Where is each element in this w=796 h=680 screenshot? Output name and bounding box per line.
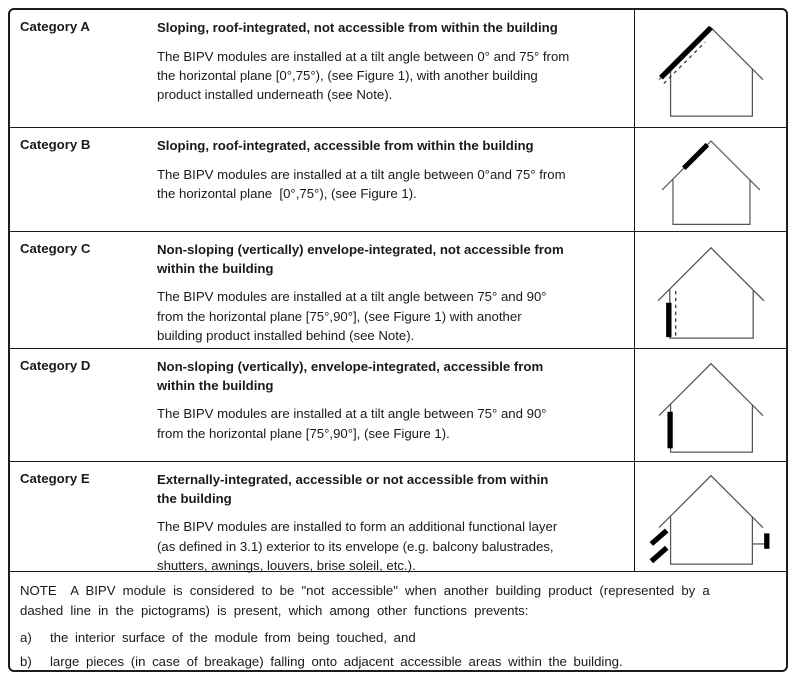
category-d-description: Non-sloping (vertically), envelope-integ… (157, 358, 634, 461)
category-e-pictogram-cell (635, 462, 786, 571)
house-external-louvers-balcony-icon (649, 474, 769, 565)
category-c-body: The BIPV modules are installed at a tilt… (157, 289, 547, 343)
category-b-text-cell: Category B Sloping, roof-integrated, acc… (10, 128, 635, 231)
category-row-c: Category C Non-sloping (vertically) enve… (10, 231, 786, 348)
note-item-b-text: large pieces (in case of breakage) falli… (50, 653, 623, 669)
house-wall-module-dashed-icon (657, 246, 764, 339)
note-row: NOTE A BIPV module is considered to be "… (10, 571, 786, 670)
category-a-body: The BIPV modules are installed at a tilt… (157, 48, 570, 103)
category-a-text-cell: Category A Sloping, roof-integrated, not… (10, 10, 635, 127)
category-a-heading: Sloping, roof-integrated, not accessible… (157, 20, 558, 35)
category-row-a: Category A Sloping, roof-integrated, not… (10, 10, 786, 127)
category-d-pictogram-cell (635, 349, 786, 461)
category-row-e: Category E Externally-integrated, access… (10, 461, 786, 573)
note-item-b: b) large pieces (in case of breakage) fa… (20, 654, 774, 669)
category-e-text-cell: Category E Externally-integrated, access… (10, 462, 635, 573)
category-c-label: Category C (20, 241, 91, 256)
house-roof-module-dashed-icon (658, 25, 763, 117)
house-wall-module-icon (658, 362, 763, 453)
category-b-description: Sloping, roof-integrated, accessible fro… (157, 137, 634, 231)
note-text: NOTE A BIPV module is considered to be "… (20, 583, 710, 618)
category-e-label: Category E (20, 471, 90, 486)
category-d-heading: Non-sloping (vertically), envelope-integ… (157, 359, 544, 393)
category-c-description: Non-sloping (vertically) envelope-integr… (157, 241, 634, 348)
category-d-label: Category D (20, 358, 91, 373)
category-b-pictogram-cell (635, 128, 786, 231)
category-c-pictogram-cell (635, 232, 786, 348)
category-c-heading: Non-sloping (vertically) envelope-integr… (157, 242, 564, 276)
category-d-text-cell: Category D Non-sloping (vertically), env… (10, 349, 635, 461)
category-a-pictogram-cell (635, 10, 786, 127)
category-a-label: Category A (20, 19, 90, 34)
category-b-label: Category B (20, 137, 91, 152)
category-b-heading: Sloping, roof-integrated, accessible fro… (157, 138, 534, 153)
category-c-text-cell: Category C Non-sloping (vertically) enve… (10, 232, 635, 348)
note-item-a: a) the interior surface of the module fr… (20, 630, 774, 645)
bipv-category-table: Category A Sloping, roof-integrated, not… (8, 8, 788, 672)
category-row-d: Category D Non-sloping (vertically), env… (10, 348, 786, 461)
category-a-description: Sloping, roof-integrated, not accessible… (157, 19, 634, 127)
category-e-description: Externally-integrated, accessible or not… (157, 471, 634, 573)
note-item-a-text: the interior surface of the module from … (50, 629, 416, 645)
category-e-heading: Externally-integrated, accessible or not… (157, 472, 549, 506)
note-item-b-marker: b) (20, 653, 32, 669)
note-item-a-marker: a) (20, 629, 32, 645)
category-b-body: The BIPV modules are installed at a tilt… (157, 166, 566, 201)
category-row-b: Category B Sloping, roof-integrated, acc… (10, 127, 786, 231)
category-e-body: The BIPV modules are installed to form a… (157, 519, 558, 573)
house-roof-module-icon (661, 139, 760, 225)
category-d-body: The BIPV modules are installed at a tilt… (157, 406, 547, 441)
